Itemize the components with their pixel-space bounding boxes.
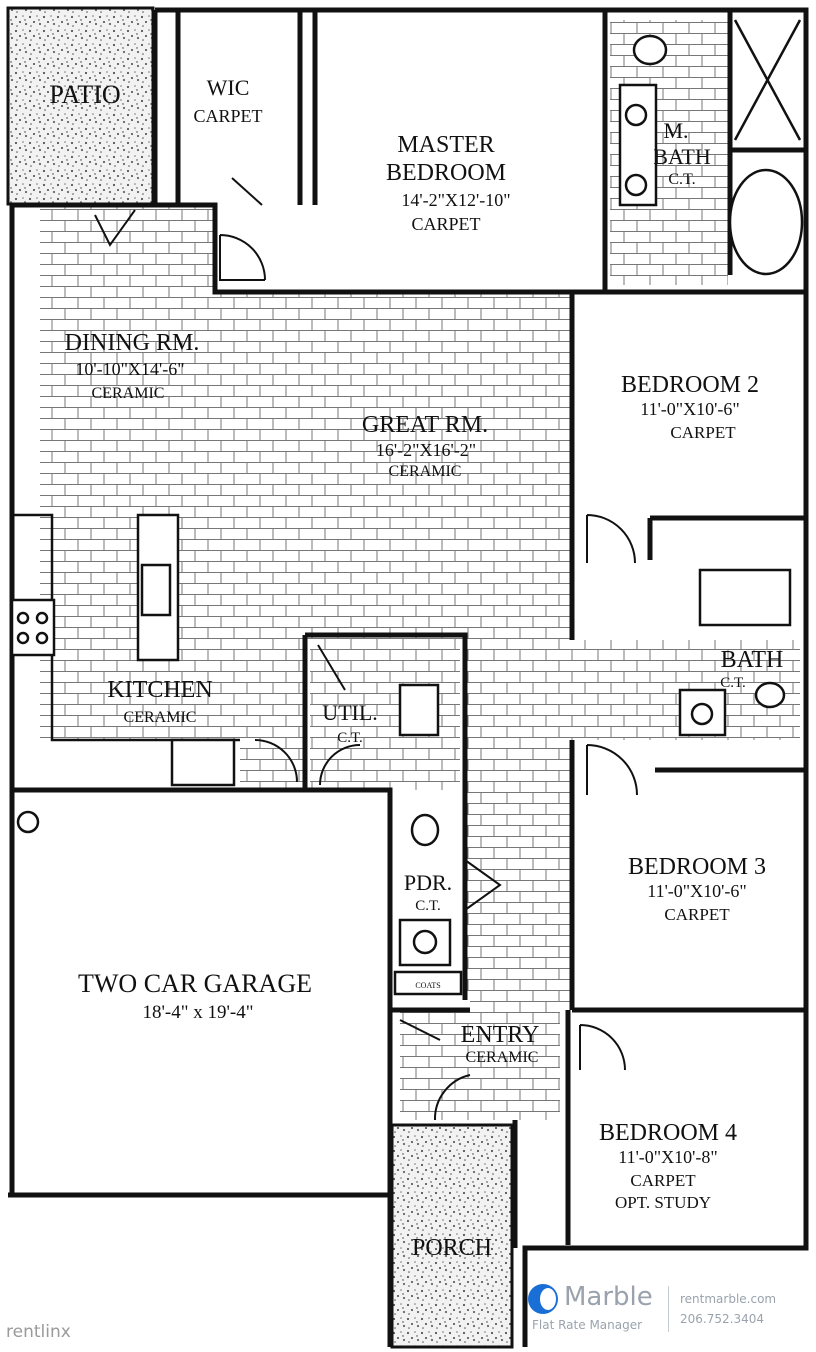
great-room-size: 16'-2"X16'-2" — [376, 440, 476, 460]
dining-room-label: DINING RM. — [65, 330, 200, 356]
entry-label: ENTRY — [461, 1022, 540, 1048]
bedroom2-label: BEDROOM 2 — [621, 372, 759, 398]
utility-floor: C.T. — [337, 730, 363, 746]
master-bath-label-line2: BATH — [653, 144, 711, 169]
rentlinx-watermark: rentlinx — [6, 1322, 71, 1342]
kitchen-label: KITCHEN — [107, 677, 212, 703]
interior-walls — [152, 10, 806, 1248]
great-room-label: GREAT RM. — [362, 412, 488, 438]
brand-name: Marble — [564, 1282, 653, 1312]
bath-floor: C.T. — [720, 675, 746, 691]
porch-slab — [390, 1123, 514, 1349]
brand-website: rentmarble.com — [680, 1292, 777, 1306]
bedroom4-label: BEDROOM 4 — [599, 1120, 737, 1146]
bedroom2-size: 11'-0"X10'-6" — [640, 399, 740, 419]
bath-label: BATH — [721, 647, 784, 673]
master-bath-floor: C.T. — [668, 171, 695, 188]
brand-phone: 206.752.3404 — [680, 1312, 764, 1326]
marble-brand-badge: Marble Flat Rate Manager rentmarble.com … — [528, 1282, 808, 1340]
master-bedroom-size: 14'-2"X12'-10" — [401, 190, 510, 210]
bedroom4-size: 11'-0"X10'-8" — [618, 1147, 718, 1167]
bedroom3-size: 11'-0"X10'-6" — [647, 881, 747, 901]
utility-label: UTIL. — [322, 700, 378, 725]
master-bedroom-label-line1: MASTER — [397, 132, 494, 158]
kitchen-counters — [10, 513, 440, 787]
entry-floor: CERAMIC — [466, 1049, 539, 1066]
garage-label: TWO CAR GARAGE — [78, 969, 312, 998]
patio-label: PATIO — [49, 80, 120, 109]
garage-size: 18'-4" x 19'-4" — [142, 1002, 253, 1023]
master-bedroom-label-line2: BEDROOM — [386, 160, 506, 186]
powder-room-label: PDR. — [404, 870, 452, 895]
master-bath-label-line1: M. — [663, 118, 688, 143]
bedroom3-floor: CARPET — [664, 905, 730, 924]
master-bedroom-floor: CARPET — [411, 214, 480, 234]
bedroom4-note: OPT. STUDY — [615, 1193, 711, 1212]
marble-logo-icon — [528, 1284, 558, 1314]
wic-label: WIC — [207, 75, 250, 100]
brand-divider — [668, 1286, 669, 1332]
brand-tagline: Flat Rate Manager — [532, 1318, 643, 1332]
porch-label: PORCH — [412, 1235, 492, 1261]
great-room-floor: CERAMIC — [389, 463, 462, 480]
door-swings — [94, 177, 638, 1121]
bedroom3-label: BEDROOM 3 — [628, 854, 766, 880]
dining-room-size: 10'-10"X14'-6" — [75, 359, 184, 379]
bedroom2-floor: CARPET — [670, 423, 736, 442]
bedroom4-floor: CARPET — [630, 1171, 696, 1190]
bath-fixtures — [16, 19, 804, 996]
dining-room-floor: CERAMIC — [92, 385, 165, 402]
coats-label: COATS — [415, 981, 440, 990]
wic-floor: CARPET — [193, 106, 262, 126]
powder-room-floor: C.T. — [415, 898, 441, 914]
kitchen-floor: CERAMIC — [124, 709, 197, 726]
